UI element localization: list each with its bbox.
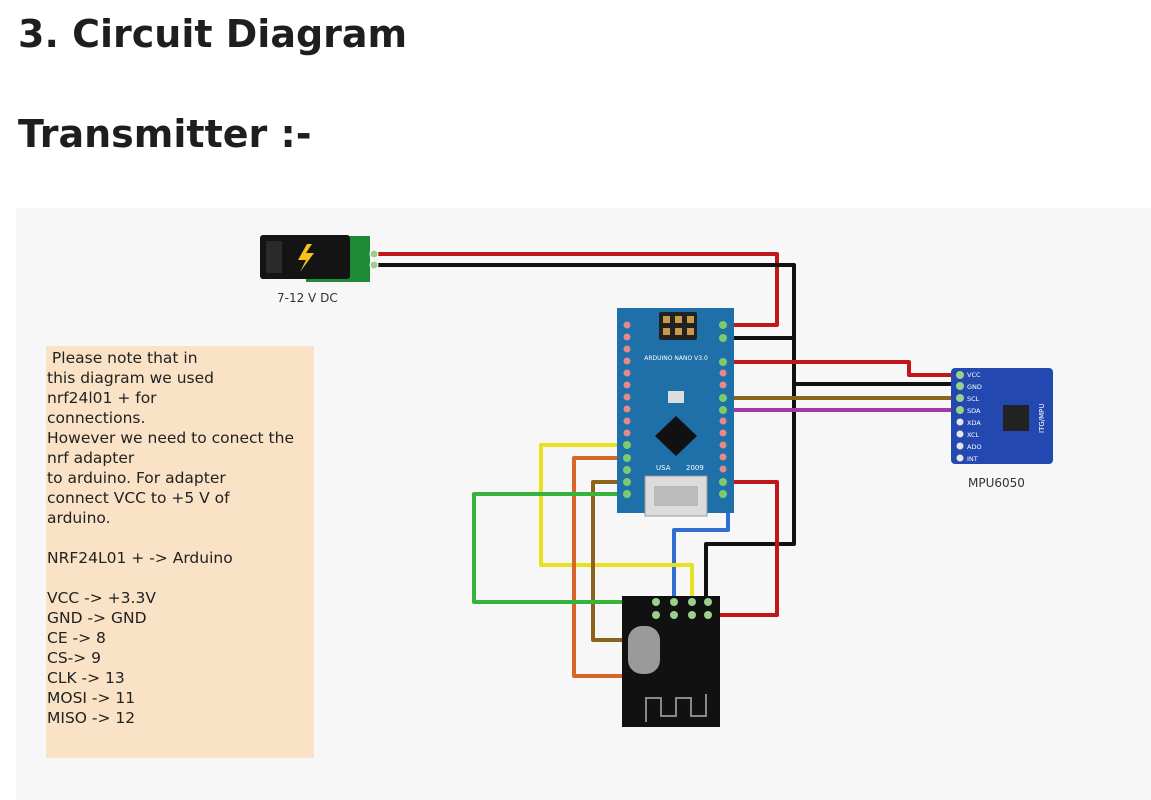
note-box: Please note that in this diagram we used n… (46, 346, 314, 758)
power-label: 7-12 V DC (277, 291, 338, 305)
wire-power-black (370, 263, 796, 602)
subsection-heading: Transmitter :- (18, 112, 312, 156)
mpu-pin-sda: SDA (967, 407, 981, 415)
mpu-pin-ado: ADO (967, 443, 982, 451)
mpu-side-label: ITG/MPU (1038, 403, 1046, 433)
mpu-pin-xda: XDA (967, 419, 981, 427)
wire-nrf-yellow (539, 443, 694, 602)
note-line: Please note that in (47, 349, 198, 367)
mpu-pin-vcc: VCC (967, 371, 981, 379)
nano-year: 2009 (686, 464, 704, 472)
mpu-pin-gnd: GND (967, 383, 982, 391)
nrf24l01-module (622, 596, 720, 727)
mpu-label: MPU6050 (968, 476, 1025, 490)
note-line: connect VCC to +5 V of (47, 489, 230, 507)
mpu-pin-xcl: XCL (967, 431, 980, 439)
wire-nrf-vcc-red (710, 480, 779, 617)
note-line: GND -> GND (47, 609, 147, 627)
mpu-pin-int: INT (967, 455, 978, 463)
note-line: MISO -> 12 (47, 709, 136, 727)
mpu-pin-scl: SCL (967, 395, 980, 403)
note-line: CS-> 9 (47, 649, 102, 667)
note-line (47, 568, 314, 588)
mpu6050-board: VCC GND SCL SDA XDA XCL ADO INT ITG/MPU (951, 368, 1053, 464)
note-line: VCC -> +3.3V (47, 589, 156, 607)
note-line (47, 528, 314, 548)
section-heading: 3. Circuit Diagram (18, 12, 408, 56)
wire-power-red (370, 252, 779, 327)
power-jack (260, 235, 379, 282)
wire-nrf-green (472, 492, 656, 604)
note-line: nrf24l01 + for (47, 389, 157, 407)
note-line: However we need to conect the (47, 429, 294, 447)
note-line: MOSI -> 11 (47, 689, 136, 707)
note-line: CLK -> 13 (47, 669, 125, 687)
note-line: CE -> 8 (47, 629, 106, 647)
wire-mpu-vcc-red (720, 360, 959, 377)
nano-label: ARDUINO NANO V3.0 (644, 355, 708, 362)
note-line: to arduino. For adapter (47, 469, 226, 487)
note-line: this diagram we used (47, 369, 215, 387)
note-line: nrf adapter (47, 449, 135, 467)
note-line: arduino. (47, 509, 111, 527)
circuit-diagram: ARDUINO NANO V3.0 USA 2009 VCC GND SCL S… (260, 235, 1053, 727)
arduino-nano: ARDUINO NANO V3.0 USA 2009 (617, 308, 734, 517)
note-line: connections. (47, 409, 146, 427)
nano-usa: USA (656, 464, 671, 472)
note-line: NRF24L01 + -> Arduino (47, 549, 233, 567)
